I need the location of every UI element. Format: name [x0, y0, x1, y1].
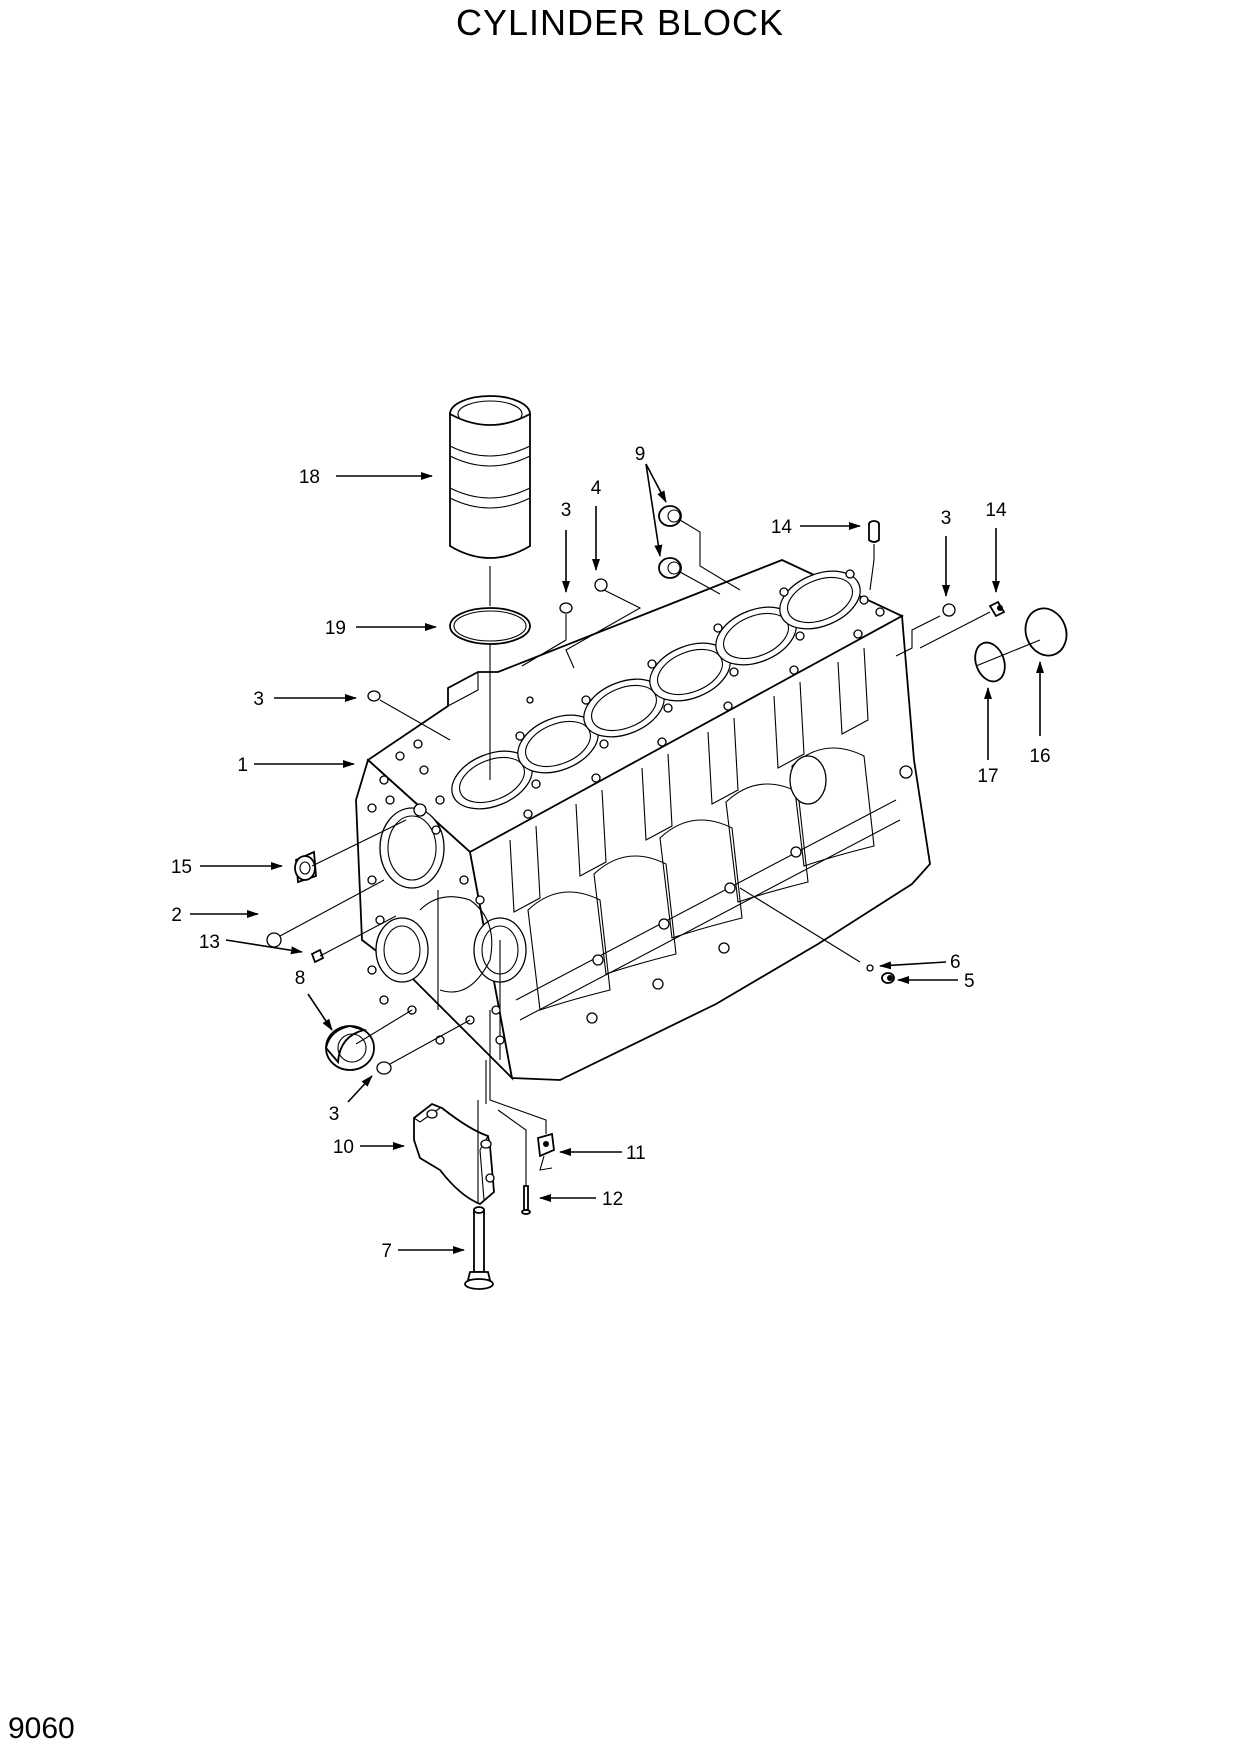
- seal-2: [266, 932, 282, 948]
- dowel-14-right: [988, 600, 1006, 618]
- callout-3-front: 3: [329, 1104, 340, 1125]
- deck-holes: [395, 569, 885, 819]
- callout-15: 16: [1029, 746, 1050, 767]
- main-bearing-cap-10: [413, 1102, 495, 1206]
- cylinder-bores: [451, 570, 861, 810]
- callout-14-right: 14: [985, 500, 1007, 521]
- callout-12: 12: [602, 1189, 623, 1210]
- crankshaft-seal-7: [325, 1025, 375, 1071]
- page-number: 9060: [8, 1712, 75, 1745]
- plug-5: [881, 972, 895, 984]
- seal-ring-16: [974, 641, 1006, 683]
- seal-3-right: [942, 603, 956, 617]
- callouts: 18 19 3 4 9 14 3 14 17 16 3 1: [171, 444, 1051, 1262]
- callout-8: 9: [635, 444, 646, 465]
- plugs-8: [658, 505, 682, 579]
- callout-4: 4: [591, 478, 602, 499]
- callout-7: 8: [295, 968, 306, 989]
- dowel-14-top: [868, 520, 880, 591]
- page-title: CYLINDER BLOCK: [455, 2, 785, 43]
- seal-3-front: [376, 1061, 392, 1075]
- cylinder-block: [355, 559, 931, 1081]
- callout-10: 10: [333, 1137, 354, 1158]
- seal-3-left: [367, 690, 381, 702]
- explosion-lines: [279, 519, 1041, 1204]
- callout-1: 1: [237, 755, 248, 776]
- callout-16: 17: [977, 766, 998, 787]
- callout-5: 5: [964, 971, 975, 992]
- callout-18: 18: [299, 467, 320, 488]
- liner-seal-ring: [449, 607, 531, 645]
- bolt-9: [464, 1206, 494, 1290]
- callout-14-top: 14: [771, 517, 793, 538]
- callout-3-right: 3: [941, 508, 952, 529]
- callout-6: 6: [950, 952, 961, 973]
- front-face-details: [367, 775, 527, 1060]
- callout-3-top: 3: [561, 500, 572, 521]
- plug-17: [294, 850, 317, 884]
- plug-13: [310, 948, 325, 964]
- screw-12: [521, 1185, 531, 1215]
- seal-4: [594, 578, 608, 592]
- callout-9: 7: [381, 1241, 392, 1262]
- cylinder-liner: [449, 395, 531, 559]
- callout-17: 15: [171, 857, 192, 878]
- callout-11: 11: [626, 1143, 646, 1164]
- callout-2: 2: [171, 905, 182, 926]
- side-ribs: [509, 647, 913, 1024]
- oil-jet-11: [537, 1132, 555, 1171]
- callout-13: 13: [199, 932, 220, 953]
- plug-6: [866, 964, 874, 972]
- cover-plate-15: [1024, 607, 1068, 657]
- seal-3-top: [559, 602, 573, 614]
- callout-3-left: 3: [253, 689, 264, 710]
- callout-19: 19: [325, 618, 346, 639]
